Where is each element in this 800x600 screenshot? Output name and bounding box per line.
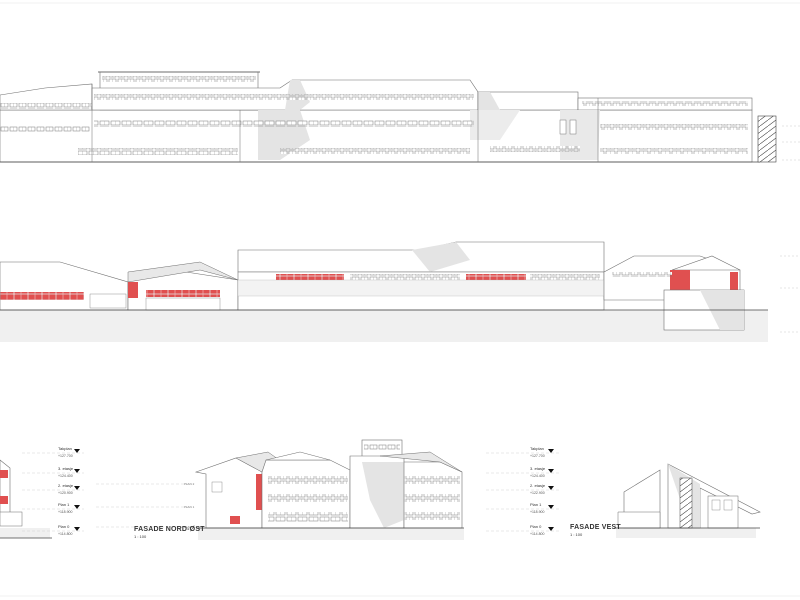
level-name: Plan 0 [530, 524, 542, 529]
plan-tag: PLAN 1 [184, 505, 195, 509]
level-value: +124.400 [58, 474, 73, 478]
drawing-title-vest: FASADE VEST [570, 524, 621, 531]
level-value: +124.400 [530, 474, 545, 478]
level-value: +127.700 [58, 454, 73, 458]
level-marker-icon [74, 486, 80, 490]
drawing-title-nord-ost: FASADE NORD-ØST [134, 526, 205, 533]
level-lines-left [22, 452, 190, 532]
level-marker-icon [548, 505, 554, 509]
level-name: 2. etasje [58, 483, 74, 488]
level-marker-icon [74, 527, 80, 531]
level-value: +118.900 [530, 510, 545, 514]
level-lines-right [486, 452, 560, 532]
drawing-scale-nord-ost: 1 : 100 [134, 534, 147, 539]
level-marker-icon [74, 505, 80, 509]
level-value: +127.700 [530, 454, 545, 458]
level-name: 3. etasje [530, 466, 546, 471]
plan-tag: PLAN 0 [184, 525, 195, 529]
fasade-vest-drawing [614, 463, 761, 538]
level-name: Plan 1 [58, 502, 70, 507]
level-value: +114.800 [58, 532, 73, 536]
level-marker-icon [74, 449, 80, 453]
north-elevation [0, 71, 800, 163]
fasade-nord-ost-drawing [194, 439, 464, 540]
plan-tag: PLAN 2 [184, 482, 195, 486]
level-name: 2. etasje [530, 483, 546, 488]
level-name: Plan 1 [530, 502, 542, 507]
level-name: Takplan [530, 446, 544, 451]
level-value: +122.900 [530, 491, 545, 495]
level-marker-icon [548, 527, 554, 531]
small-south-elevation [0, 459, 52, 539]
level-name: Plan 0 [58, 524, 70, 529]
level-value: +118.900 [58, 510, 73, 514]
drawing-scale-vest: 1 : 100 [570, 532, 583, 537]
level-name: Takplan [58, 446, 72, 451]
level-name: 3. etasje [58, 466, 74, 471]
level-marker-icon [548, 486, 554, 490]
level-marker-icon [548, 449, 554, 453]
level-marker-icon [74, 469, 80, 473]
east-elevation [0, 241, 800, 342]
level-value: +120.900 [58, 491, 73, 495]
level-marker-icon [548, 469, 554, 473]
level-value: +114.800 [530, 532, 545, 536]
